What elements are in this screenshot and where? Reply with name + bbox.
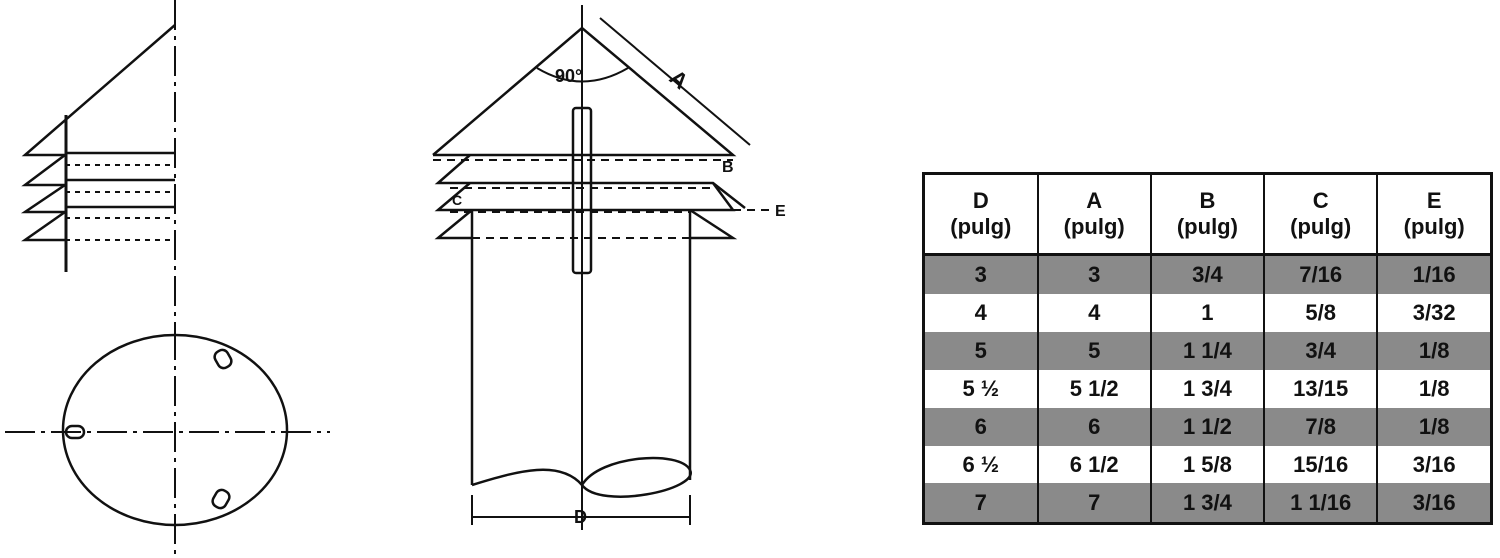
table-cell: 4 [1036,294,1152,333]
table-cell: 5 1/2 [1036,370,1152,408]
table-cell: 3 [1036,254,1152,295]
table-cell: 7/8 [1263,407,1379,446]
table-cell: 1 [1149,294,1266,333]
column-header-e: E(pulg) [1376,173,1493,256]
table-cell: 3/4 [1149,254,1266,295]
table-cell: 1 1/16 [1263,483,1379,524]
header-unit: (pulg) [1290,214,1352,239]
table-cell: 5 [1036,332,1152,371]
table-cell: 3/16 [1376,445,1493,484]
column-header-d: D(pulg) [922,173,1039,256]
header-name: E [1426,188,1442,213]
table-cell: 3/4 [1263,332,1379,371]
table-cell: 1 3/4 [1149,370,1266,408]
header-name: D [972,188,989,213]
side-view [20,0,176,355]
table-cell: 6 [922,407,1039,446]
column-header-c: C(pulg) [1263,173,1379,256]
table-cell: 1 1/2 [1149,407,1266,446]
table-cell: 6 1/2 [1036,445,1152,484]
table-cell: 3/16 [1376,483,1493,524]
table-cell: 5 [922,332,1039,371]
dimension-c-label: C [452,192,462,208]
header-unit: (pulg) [1063,214,1125,239]
angle-label: 90° [555,66,582,86]
column-header-a: A(pulg) [1036,173,1152,256]
table-cell: 6 [1036,407,1152,446]
plan-view [5,330,330,555]
header-name: A [1086,188,1103,213]
table-cell: 1 3/4 [1149,483,1266,524]
table-cell: 1/8 [1376,407,1493,446]
header-name: C [1312,188,1329,213]
table-cell: 1 5/8 [1149,445,1266,484]
table-cell: 5/8 [1263,294,1379,333]
table-cell: 3/32 [1376,294,1493,333]
table-cell: 1/8 [1376,370,1493,408]
table-cell: 5 ½ [922,370,1039,408]
table-cell: 4 [922,294,1039,333]
header-unit: (pulg) [1176,214,1238,239]
table-header-row: D(pulg)A(pulg)B(pulg)C(pulg)E(pulg) [922,173,1493,256]
table-cell: 3 [922,254,1039,295]
front-view [432,5,770,530]
table-cell: 1/8 [1376,332,1493,371]
header-name: B [1199,188,1216,213]
dimension-d-label: D [574,507,587,527]
table-cell: 1/16 [1376,254,1493,295]
dimension-b-label: B [722,159,734,176]
table-cell: 7 [922,483,1039,524]
table-cell: 1 1/4 [1149,332,1266,371]
table-cell: 7/16 [1263,254,1379,295]
column-header-b: B(pulg) [1149,173,1266,256]
header-unit: (pulg) [1403,214,1465,239]
table-cell: 13/15 [1263,370,1379,408]
table-cell: 6 ½ [922,445,1039,484]
table-cell: 7 [1036,483,1152,524]
dimension-a-label: A [665,65,693,94]
table-cell: 15/16 [1263,445,1379,484]
header-unit: (pulg) [950,214,1012,239]
dimension-e-label: E [775,203,786,220]
